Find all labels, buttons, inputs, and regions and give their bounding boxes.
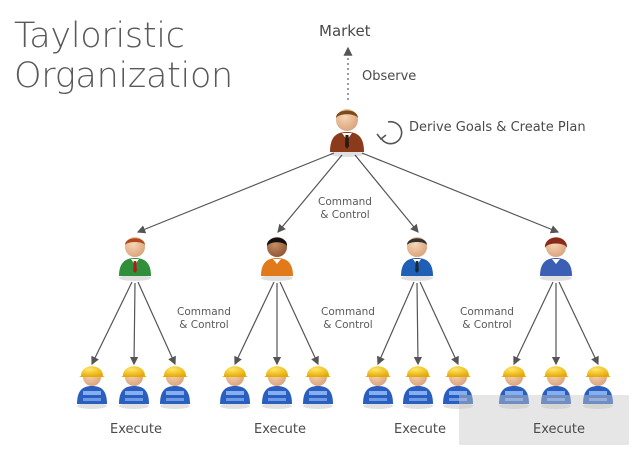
command-control-line-2: & Control (320, 209, 370, 221)
construction-worker-icon (303, 366, 333, 409)
execute-label-2: Execute (254, 422, 306, 437)
observe-label: Observe (362, 69, 417, 84)
command-control-line-1: Command (321, 306, 375, 318)
construction-worker-icon (77, 366, 107, 409)
command-control-line-1: Command (318, 196, 372, 208)
execute-label-1: Execute (110, 422, 162, 437)
command-control-line-2: & Control (323, 319, 373, 331)
manager-icon (119, 237, 151, 281)
market-label: Market (319, 22, 371, 40)
construction-worker-icon (119, 366, 149, 409)
connector-ceo-manager-4 (361, 152, 560, 234)
manager-icon (540, 237, 572, 281)
connector-m2-w1 (234, 281, 275, 366)
command-control-line-2: & Control (179, 319, 229, 331)
connector-m2-w3 (279, 281, 319, 366)
construction-worker-icon (541, 366, 571, 409)
command-control-label-3: Command & Control (460, 306, 514, 332)
page-title: Tayloristic Organization (14, 16, 233, 96)
connector-m3-w1 (377, 281, 415, 366)
command-control-label-1: Command & Control (177, 306, 231, 332)
title-line-2: Organization (14, 56, 233, 96)
command-control-label-top: Command & Control (318, 196, 372, 222)
command-control-line-2: & Control (462, 319, 512, 331)
connector-m3-w3 (419, 281, 459, 366)
construction-worker-icon (403, 366, 433, 409)
execute-label-4: Execute (533, 422, 585, 437)
connector-m3-w2 (413, 282, 423, 366)
connector-ceo-manager-1 (136, 152, 335, 234)
construction-worker-icon (363, 366, 393, 409)
connector-m4-w3 (558, 281, 599, 366)
watermark-overlay (459, 395, 629, 445)
derive-goals-label: Derive Goals & Create Plan (409, 120, 586, 135)
construction-worker-icon (499, 366, 529, 409)
connector-ceo-manager-3 (354, 154, 419, 233)
connector-m4-w1 (513, 281, 554, 366)
construction-worker-icon (220, 366, 250, 409)
business-man-icon (330, 109, 364, 157)
manager-icon (261, 237, 293, 281)
command-control-label-2: Command & Control (321, 306, 375, 332)
manager-icon (401, 237, 433, 281)
construction-worker-icon (160, 366, 190, 409)
connector-m1-w3 (137, 281, 176, 366)
connector-ceo-manager-2 (277, 154, 343, 233)
circular-arrow-icon (376, 120, 403, 145)
title-line-1: Tayloristic (14, 16, 185, 56)
command-control-line-1: Command (177, 306, 231, 318)
construction-worker-icon (262, 366, 292, 409)
connector-m1-w1 (91, 281, 133, 366)
connector-m1-w2 (129, 282, 139, 366)
command-control-line-1: Command (460, 306, 514, 318)
construction-worker-icon (443, 366, 473, 409)
execute-label-3: Execute (394, 422, 446, 437)
construction-worker-icon (583, 366, 613, 409)
